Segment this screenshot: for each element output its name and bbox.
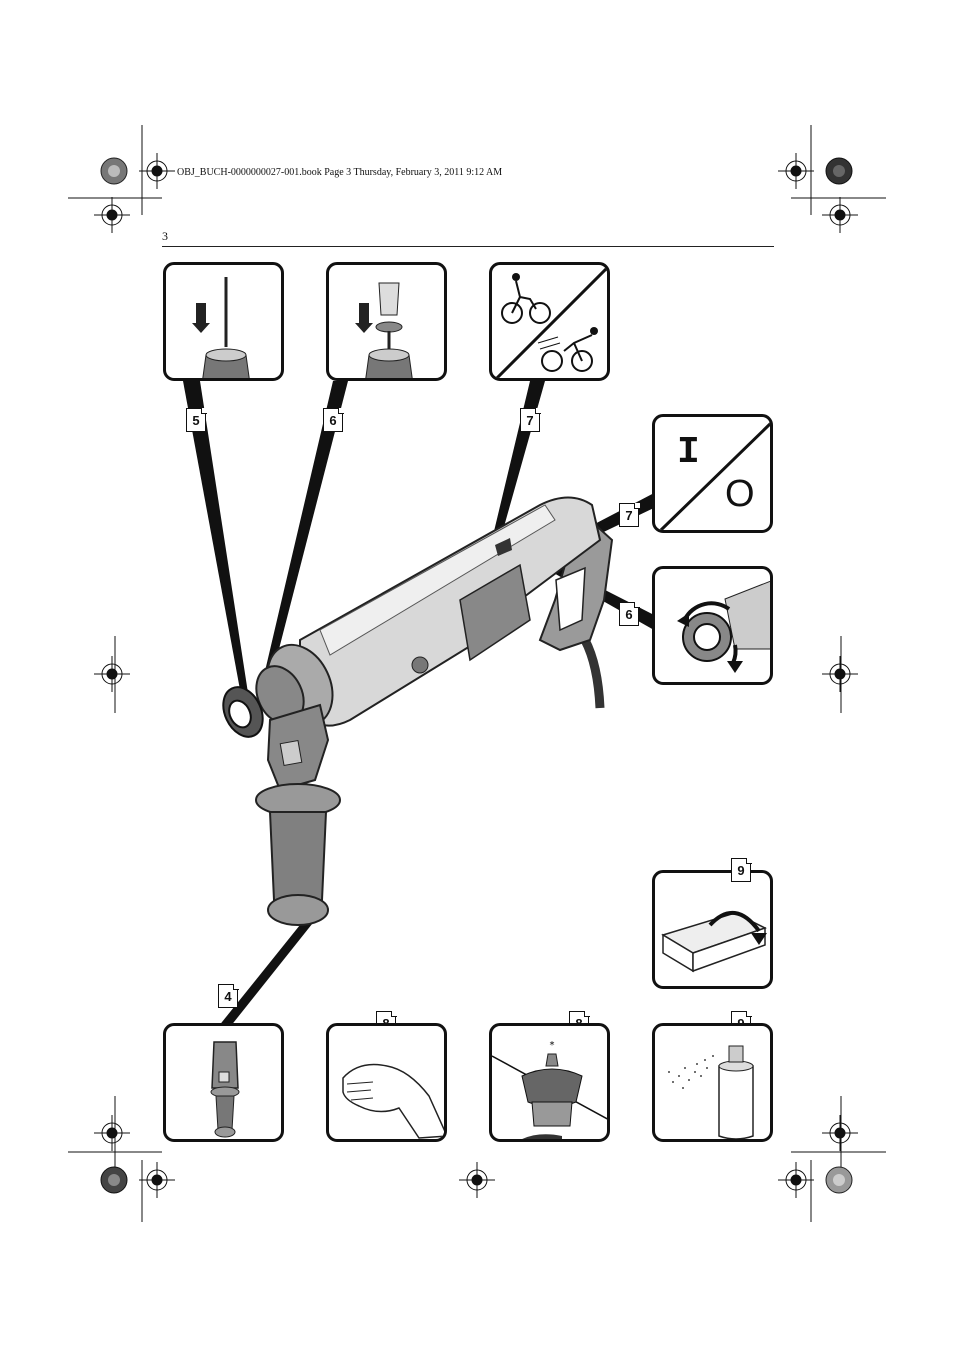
grease-tube-icon: * bbox=[492, 1040, 607, 1139]
panel-lubricate-shank: * bbox=[489, 1023, 610, 1142]
panel-collar-rotate bbox=[652, 566, 773, 685]
header-rule bbox=[162, 246, 774, 247]
panel-on-off-switch: I O bbox=[652, 414, 773, 533]
panel-spray-care bbox=[652, 1023, 773, 1142]
registration-mark-icon bbox=[139, 153, 175, 189]
panel-insert-bit bbox=[163, 262, 284, 381]
bit-insert-icon bbox=[192, 277, 250, 378]
callout-5: 5 bbox=[186, 407, 207, 432]
panel-rotation-direction bbox=[489, 262, 610, 381]
callout-7-side: 7 bbox=[619, 502, 640, 527]
panel-wear-gloves bbox=[326, 1023, 447, 1142]
hand-icon bbox=[342, 1063, 444, 1139]
rotation-arrow-icon bbox=[677, 580, 770, 673]
panel-insert-chuck bbox=[326, 262, 447, 381]
panel-storage-case bbox=[652, 870, 773, 989]
page-number: 3 bbox=[162, 229, 168, 243]
file-info-header: OBJ_BUCH-0000000027-001.book Page 3 Thur… bbox=[177, 167, 503, 178]
callout-6-top: 6 bbox=[323, 407, 344, 432]
color-wheel-icon bbox=[100, 157, 853, 1194]
cyclist-icon bbox=[494, 265, 607, 378]
callout-7-top: 7 bbox=[520, 407, 541, 432]
switch-on-symbol: I bbox=[677, 431, 700, 474]
callout-9-top: 9 bbox=[731, 857, 752, 882]
spray-can-icon bbox=[668, 1045, 754, 1139]
panel-side-handle bbox=[163, 1023, 284, 1142]
switch-off-symbol: O bbox=[725, 473, 755, 515]
svg-text:*: * bbox=[550, 1040, 555, 1051]
callout-6-side: 6 bbox=[619, 601, 640, 626]
callout-4: 4 bbox=[218, 983, 239, 1008]
